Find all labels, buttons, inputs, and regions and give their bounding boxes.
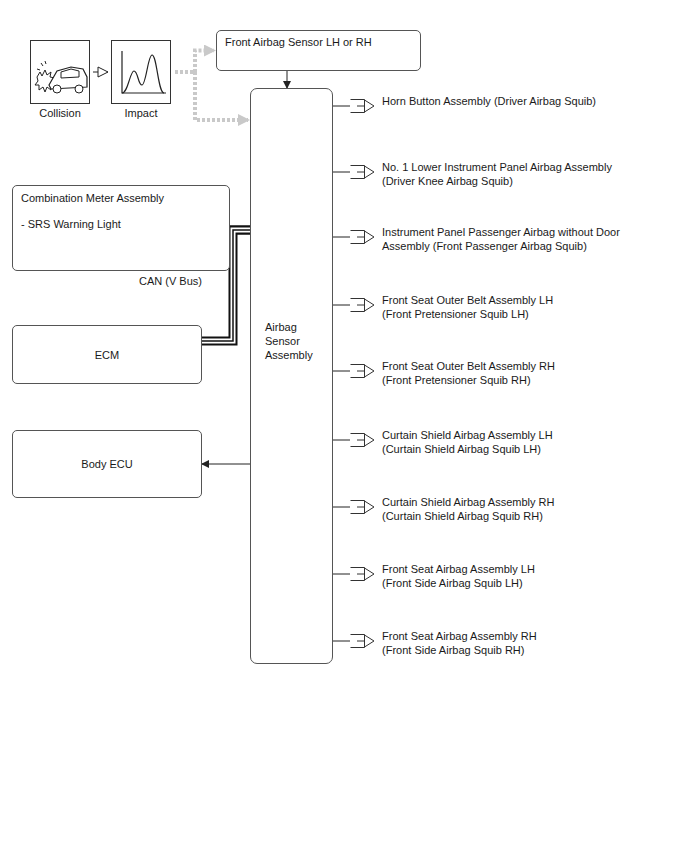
node-text: (Front Pretensioner Squib RH): [382, 373, 682, 387]
bus-label: CAN (V Bus): [138, 274, 203, 288]
connector: [202, 464, 250, 465]
node-text: ECM: [95, 348, 119, 362]
node-text: Front Seat Airbag Assembly LH: [382, 562, 682, 576]
connector: [175, 72, 248, 120]
squib-symbol: [350, 495, 378, 519]
squib-item: Horn Button Assembly (Driver Airbag Squi…: [350, 94, 684, 108]
node-text: Airbag Sensor Assembly: [265, 320, 326, 362]
squib-item: Front Seat Outer Belt Assembly LH(Front …: [350, 293, 684, 321]
squib-symbol: [350, 428, 378, 452]
connector: [333, 507, 350, 508]
connector: [93, 72, 108, 73]
icon-frame: [30, 40, 90, 104]
control-unit-box: Airbag Sensor Assembly: [250, 88, 333, 664]
node-text: Front Seat Outer Belt Assembly RH: [382, 359, 682, 373]
connector: [333, 440, 350, 441]
squib-symbol: [350, 293, 378, 317]
component-box: Combination Meter Assembly - SRS Warning …: [12, 185, 230, 271]
connector: [333, 305, 350, 306]
node-text: (Front Side Airbag Squib RH): [382, 643, 682, 657]
squib-item: Curtain Shield Airbag Assembly RH(Curtai…: [350, 495, 684, 523]
squib-item: Front Seat Airbag Assembly LH(Front Side…: [350, 562, 684, 590]
node-text: Front Seat Outer Belt Assembly LH: [382, 293, 682, 307]
squib-item: Front Seat Outer Belt Assembly RH(Front …: [350, 359, 684, 387]
node-text: (Curtain Shield Airbag Squib LH): [382, 442, 682, 456]
node-text: Curtain Shield Airbag Assembly LH: [382, 428, 682, 442]
node-text: (Front Pretensioner Squib LH): [382, 307, 682, 321]
connector: [287, 71, 288, 88]
squib-item: Instrument Panel Passenger Airbag withou…: [350, 225, 684, 253]
connector: [333, 172, 350, 173]
node-text: Curtain Shield Airbag Assembly RH: [382, 495, 682, 509]
node-text: Collision: [30, 106, 90, 120]
node-text: (Front Side Airbag Squib LH): [382, 576, 682, 590]
node-text: Front Seat Airbag Assembly RH: [382, 629, 682, 643]
impact-illustration: [112, 41, 170, 103]
squib-item: No. 1 Lower Instrument Panel Airbag Asse…: [350, 160, 684, 188]
connector: [333, 371, 350, 372]
node-text: Horn Button Assembly (Driver Airbag Squi…: [382, 94, 682, 108]
node-text: (Driver Knee Airbag Squib): [382, 174, 682, 188]
node-text: Instrument Panel Passenger Airbag withou…: [382, 225, 654, 253]
squib-symbol: [350, 359, 378, 383]
squib-item: Curtain Shield Airbag Assembly LH(Curtai…: [350, 428, 684, 456]
connector: [333, 237, 350, 238]
squib-item: Front Seat Airbag Assembly RH(Front Side…: [350, 629, 684, 657]
connector: [333, 574, 350, 575]
squib-symbol: [350, 225, 378, 249]
icon-node: Impact: [111, 40, 171, 122]
squib-symbol: [350, 629, 378, 653]
collision-illustration: [31, 41, 89, 103]
node-text: - SRS Warning Light: [21, 217, 221, 231]
connector: [333, 106, 350, 107]
node-text: No. 1 Lower Instrument Panel Airbag Asse…: [382, 160, 682, 174]
component-box: Front Airbag Sensor LH or RH: [216, 30, 421, 71]
connector: [333, 641, 350, 642]
node-text: Combination Meter Assembly: [21, 191, 221, 205]
icon-frame: [111, 40, 171, 104]
squib-symbol: [350, 160, 378, 184]
squib-symbol: [350, 562, 378, 586]
node-text: (Curtain Shield Airbag Squib RH): [382, 509, 682, 523]
node-text: Front Airbag Sensor LH or RH: [225, 35, 412, 49]
component-box: ECM: [12, 325, 202, 384]
component-box: Body ECU: [12, 430, 202, 498]
node-text: Impact: [111, 106, 171, 120]
connector: [175, 51, 214, 73]
icon-node: Collision: [30, 40, 90, 122]
node-text: Body ECU: [81, 457, 132, 471]
squib-symbol: [350, 94, 378, 118]
